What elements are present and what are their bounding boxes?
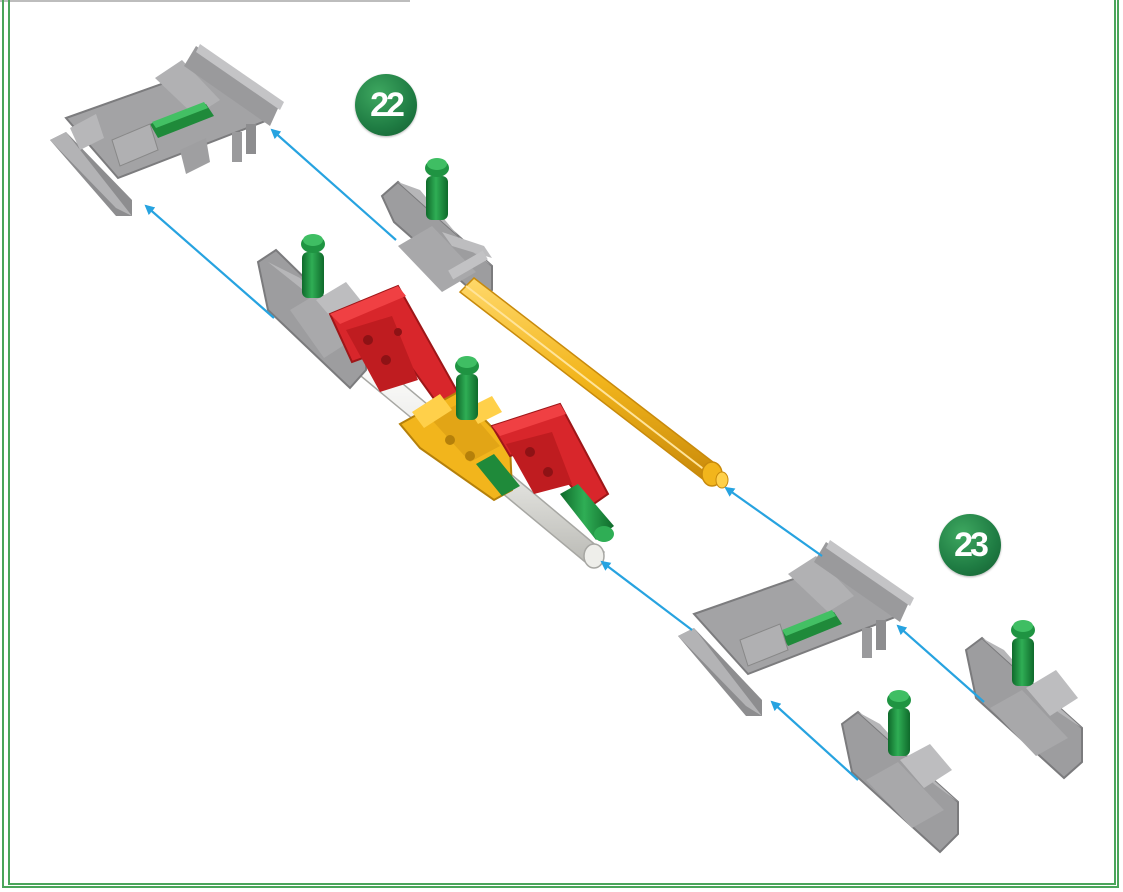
green-clip-icon bbox=[425, 158, 449, 220]
arrow-23-yellow bbox=[726, 488, 822, 556]
green-clip-icon bbox=[887, 690, 911, 756]
arrow-22-bottom bbox=[146, 206, 274, 318]
gray-connector-plate-icon bbox=[678, 540, 914, 716]
step-number-badge-23: 23 bbox=[939, 514, 1001, 576]
arrow-22-top bbox=[272, 130, 396, 240]
green-clip-icon bbox=[1011, 620, 1035, 686]
gray-connector-plate-icon bbox=[50, 44, 284, 216]
arrow-23-white bbox=[602, 562, 692, 630]
green-clip-icon bbox=[455, 356, 479, 420]
green-clip-icon bbox=[301, 234, 325, 298]
step-number-badge-22: 22 bbox=[355, 74, 417, 136]
